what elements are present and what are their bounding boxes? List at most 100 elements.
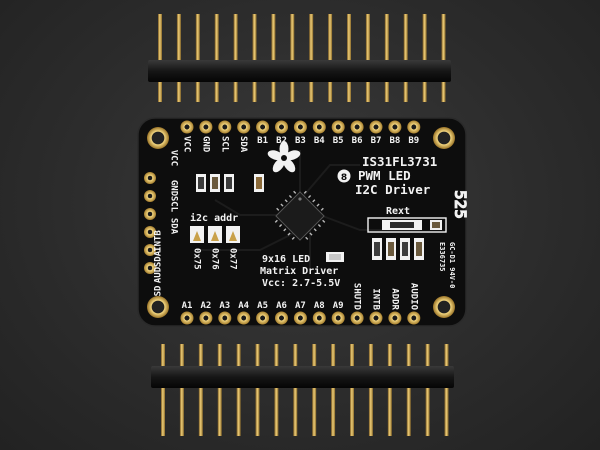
cert-text-2: GC-D1 94V-0 [448, 242, 456, 288]
bottom-pad-row [180, 311, 421, 325]
solder-pad [199, 311, 213, 325]
top-header-pin [347, 14, 351, 102]
bottom-pin-label: A6 [276, 301, 287, 311]
solder-pad [407, 311, 421, 325]
left-pad-column [144, 172, 156, 274]
top-pin-label: SCL [219, 136, 229, 153]
top-header-plastic [148, 60, 451, 82]
side-mark: 525 [451, 190, 470, 219]
solder-pad [331, 120, 345, 134]
left-edge-pin-label: SDA [154, 250, 164, 267]
solder-pad [388, 120, 402, 134]
top-header-pin [441, 14, 446, 102]
top-pin-label: B5 [333, 136, 344, 146]
address-jumpers [190, 226, 240, 243]
matrix-line1: 9x16 LED [262, 254, 310, 265]
capacitor-row [196, 174, 264, 192]
solder-pad [312, 311, 326, 325]
i2c-address-label: 0x76 [210, 248, 220, 270]
solder-pad [144, 226, 156, 238]
solder-pad [256, 311, 270, 325]
solder-pad [293, 120, 307, 134]
top-pin-label: SDA [238, 136, 248, 153]
matrix-line2: Matrix Driver [260, 265, 338, 277]
solder-pad [144, 208, 156, 220]
solder-pad [293, 311, 307, 325]
solder-pad [144, 190, 156, 202]
i2c-addr-label: i2c addr [190, 212, 238, 224]
solder-pad [180, 120, 194, 134]
bottom-header-pin [198, 344, 203, 436]
top-header-pin [328, 14, 333, 102]
bottom-header-pin [217, 344, 222, 436]
bottom-header-pin [425, 344, 430, 436]
solder-pad [369, 311, 383, 325]
top-header-pin [195, 14, 200, 102]
chip-name-label: IS31FL3731 [362, 154, 437, 169]
left-pin-label: SCL [169, 196, 179, 213]
top-pin-label: B9 [408, 136, 419, 146]
pcb-traces [200, 150, 420, 270]
cert-text: E336735 [438, 242, 446, 272]
adafruit-flower-logo [267, 141, 301, 173]
matrix-line3: Vcc: 2.7-5.5V [262, 278, 340, 289]
mounting-hole-bottom-left [147, 296, 169, 318]
bottom-pin-label: A5 [257, 301, 268, 311]
bottom-header-pin [444, 344, 449, 436]
top-pad-row [180, 120, 421, 134]
bottom-header-pin [368, 344, 373, 436]
bottom-pin-label: A8 [314, 301, 325, 311]
top-header-pin [309, 14, 314, 102]
solder-pad [350, 120, 364, 134]
bottom-header-pin [236, 344, 241, 436]
top-pin-label: B1 [257, 136, 268, 146]
bottom-pin-label: AUDIO [408, 283, 418, 311]
solder-pad [218, 311, 232, 325]
solder-pad [144, 244, 156, 256]
solder-pad [237, 120, 251, 134]
solder-pad [312, 120, 326, 134]
bottom-header-plastic [151, 366, 454, 388]
top-pin-label: B2 [276, 136, 287, 146]
bottom-pin-label: A2 [200, 301, 211, 311]
bottom-header-strip [151, 344, 454, 436]
ic-chip [274, 190, 326, 241]
status-led [326, 252, 344, 262]
solder-pad [180, 311, 194, 325]
bottom-header-pin [350, 344, 354, 436]
solder-pad [218, 120, 232, 134]
bottom-header-pin [406, 344, 411, 436]
bottom-pin-label: A4 [238, 301, 249, 311]
solder-pad [407, 120, 421, 134]
solder-pad [369, 120, 383, 134]
bottom-header-pin [387, 344, 392, 436]
bottom-pin-label: INTB [371, 288, 381, 310]
top-header-pin [403, 14, 408, 102]
solder-pad [388, 311, 402, 325]
top-pin-label: VCC [182, 136, 192, 152]
bottom-header-pin [274, 344, 279, 436]
rext-resistor [367, 217, 447, 233]
subtitle-line1: PWM LED [358, 168, 411, 183]
top-pin-label: GND [200, 136, 210, 153]
solder-pad [237, 311, 251, 325]
rext-label: Rext [386, 206, 410, 217]
badge-number: 8 [341, 173, 347, 183]
bottom-header-pin [331, 344, 336, 436]
top-header-pin [422, 14, 427, 102]
solder-pad [144, 172, 156, 184]
bottom-pin-label: SHUTD [352, 283, 362, 311]
top-header-pin [271, 14, 276, 102]
left-edge-pin-label: INTB [154, 230, 164, 252]
bottom-header-pin [161, 344, 165, 436]
solder-pad [275, 120, 288, 134]
silkscreen-badge: 8 [337, 169, 351, 183]
solder-pad [144, 262, 156, 274]
top-header-pin [252, 14, 257, 102]
top-header-pin [233, 14, 238, 102]
bottom-pin-label: A9 [333, 301, 344, 311]
mounting-hole-top-right [433, 127, 455, 149]
solder-pad [199, 120, 213, 134]
